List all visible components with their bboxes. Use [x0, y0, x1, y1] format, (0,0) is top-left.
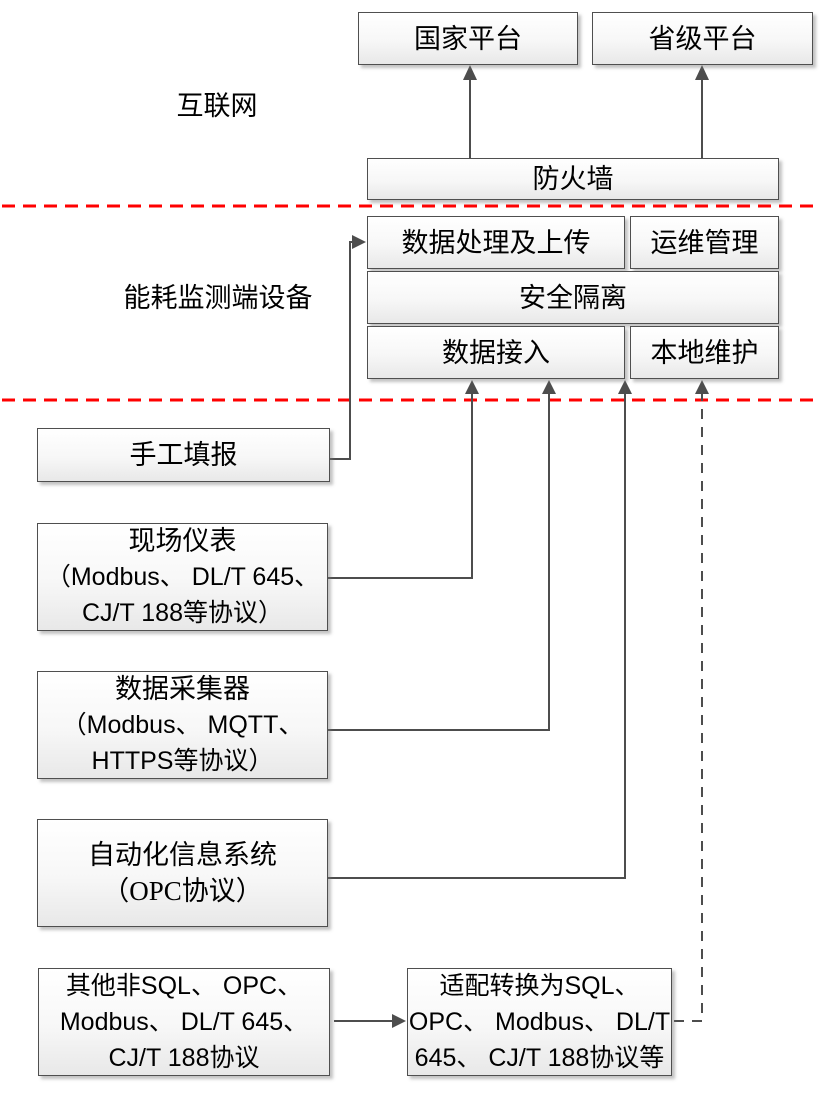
security-isolation-label: 安全隔离 — [519, 282, 627, 313]
box-national-platform: 国家平台 — [358, 12, 578, 65]
arrowhead-firewall-to-national — [463, 65, 477, 80]
field-instruments-protocols-1: （Modbus、 DL/T 645、 — [45, 563, 320, 591]
arrow-automation-to-access — [328, 394, 626, 879]
automation-system-title: 自动化信息系统 — [88, 840, 277, 870]
box-automation-system: 自动化信息系统 （OPC协议） — [37, 819, 328, 927]
provincial-platform-label: 省级平台 — [648, 23, 757, 54]
arrow-instruments-to-access — [328, 394, 473, 579]
zone-label-terminal-device: 能耗监测端设备 — [123, 283, 313, 313]
other-protocols-line-2: Modbus、 DL/T 645、 — [59, 1008, 309, 1036]
arrowhead-collector-to-access — [542, 380, 556, 394]
automation-system-protocols: （OPC协议） — [102, 876, 263, 906]
arrowhead-instruments-to-access — [465, 380, 479, 394]
box-security-isolation: 安全隔离 — [367, 271, 779, 324]
zone-label-internet: 互联网 — [176, 91, 258, 121]
manual-entry-label: 手工填报 — [129, 440, 238, 470]
box-field-instruments: 现场仪表 （Modbus、 DL/T 645、 CJ/T 188等协议） — [37, 523, 328, 631]
firewall-label: 防火墙 — [532, 164, 614, 194]
field-instruments-title: 现场仪表 — [128, 526, 237, 556]
arrow-adapter-to-maintenance — [674, 394, 703, 1022]
other-protocols-line-1: 其他非SQL、 OPC、 — [65, 972, 303, 1000]
local-maintenance-label: 本地维护 — [650, 337, 759, 368]
data-access-label: 数据接入 — [442, 337, 550, 368]
data-collector-protocols-2: HTTPS等协议） — [91, 747, 274, 775]
arrowhead-adapter-to-maintenance — [695, 380, 709, 394]
data-collector-protocols-1: （Modbus、 MQTT、 — [61, 711, 304, 739]
arrow-collector-to-access — [328, 394, 550, 731]
operations-management-label: 运维管理 — [650, 227, 759, 258]
adapter-conversion-line-3: 645、 CJ/T 188协议等 — [414, 1044, 665, 1072]
box-provincial-platform: 省级平台 — [592, 12, 813, 65]
box-local-maintenance: 本地维护 — [630, 326, 779, 379]
box-data-processing-upload: 数据处理及上传 — [367, 216, 625, 269]
arrowhead-firewall-to-provincial — [695, 65, 709, 80]
arrowhead-other-to-adapter — [392, 1014, 406, 1028]
box-operations-management: 运维管理 — [630, 216, 779, 269]
box-firewall: 防火墙 — [367, 158, 779, 200]
adapter-conversion-line-2: OPC、 Modbus、 DL/T — [408, 1008, 671, 1036]
box-adapter-conversion: 适配转换为SQL、 OPC、 Modbus、 DL/T 645、 CJ/T 18… — [407, 968, 672, 1076]
other-protocols-line-3: CJ/T 188协议 — [108, 1044, 260, 1072]
adapter-conversion-line-1: 适配转换为SQL、 — [439, 972, 640, 1000]
data-collector-title: 数据采集器 — [115, 674, 250, 704]
box-data-access: 数据接入 — [367, 326, 625, 379]
box-data-collector: 数据采集器 （Modbus、 MQTT、 HTTPS等协议） — [37, 671, 328, 779]
arrowhead-manual-to-processing — [352, 235, 366, 249]
field-instruments-protocols-2: CJ/T 188等协议） — [82, 599, 283, 627]
box-manual-entry: 手工填报 — [37, 428, 330, 482]
box-other-protocols: 其他非SQL、 OPC、 Modbus、 DL/T 645、 CJ/T 188协… — [38, 968, 330, 1076]
arrowhead-automation-to-access — [618, 380, 632, 394]
arrow-manual-to-processing — [330, 241, 353, 460]
national-platform-label: 国家平台 — [414, 23, 522, 54]
data-processing-upload-label: 数据处理及上传 — [401, 227, 591, 258]
